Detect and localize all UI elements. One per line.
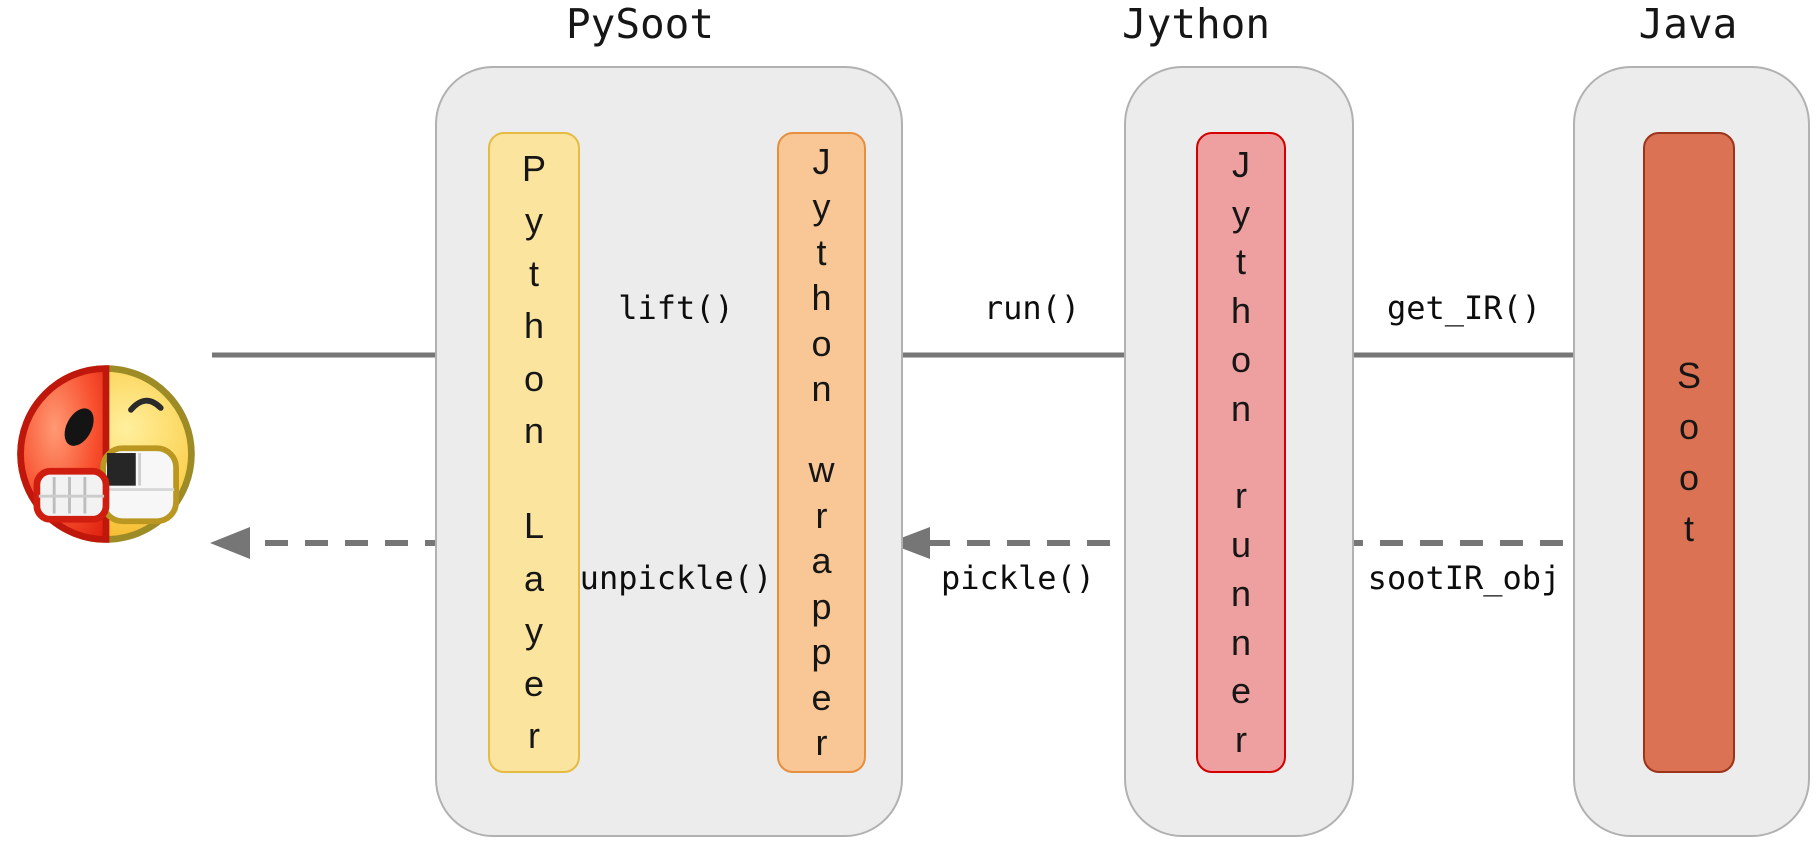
arrow-label-unpickle: unpickle() — [579, 559, 773, 597]
title-jython: Jython — [1121, 0, 1271, 48]
user-face-icon — [17, 365, 195, 543]
arrow-label-sootir-obj: sootIR_obj — [1367, 559, 1561, 597]
arrow-label-get-ir: get_IR() — [1386, 289, 1542, 327]
arrow-label-pickle: pickle() — [940, 559, 1096, 597]
arrow-label-run: run() — [983, 289, 1081, 327]
title-pysoot: PySoot — [565, 0, 715, 48]
arrow-label-lift: lift() — [618, 289, 734, 327]
title-java: Java — [1638, 0, 1738, 48]
